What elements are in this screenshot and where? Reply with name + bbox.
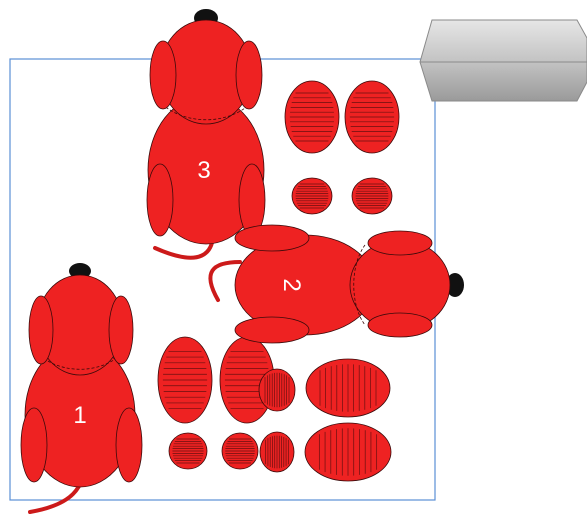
footprint-pad — [292, 178, 332, 214]
robot-3-right-ear — [236, 41, 262, 109]
robot-2-lower-rear-leg — [235, 317, 309, 343]
robot-2-label: 2 — [278, 278, 305, 291]
footprint-pad — [260, 432, 294, 472]
robot-1: 1 — [21, 263, 142, 512]
robot-2-upper-rear-leg — [235, 225, 309, 251]
robot-2-upper-front-leg — [368, 231, 432, 255]
robot-2-lower-front-leg — [368, 313, 432, 337]
robot-3-label: 3 — [197, 157, 210, 184]
robot-1-label: 1 — [73, 402, 86, 429]
robot-2: 2 — [210, 225, 464, 343]
footprint-pad — [305, 423, 391, 481]
footprint-pad — [285, 81, 339, 153]
footprint-pad — [345, 81, 399, 153]
footprint-pad — [259, 369, 295, 411]
footprint-pad — [222, 433, 258, 469]
robot-3-left-ear — [150, 41, 176, 109]
robot-1-left-ear — [29, 296, 53, 364]
footprint-pad — [169, 433, 207, 469]
footprint-pad — [158, 337, 212, 423]
footprint-pad — [306, 359, 390, 417]
robot-1-right-leg — [116, 408, 142, 482]
robot-1-right-ear — [109, 296, 133, 364]
footprint-pad — [352, 178, 392, 214]
robot-1-left-leg — [21, 408, 47, 482]
hopper-shape — [420, 20, 587, 101]
robot-3-left-leg — [147, 164, 173, 236]
robot-3: 3 — [147, 9, 265, 258]
